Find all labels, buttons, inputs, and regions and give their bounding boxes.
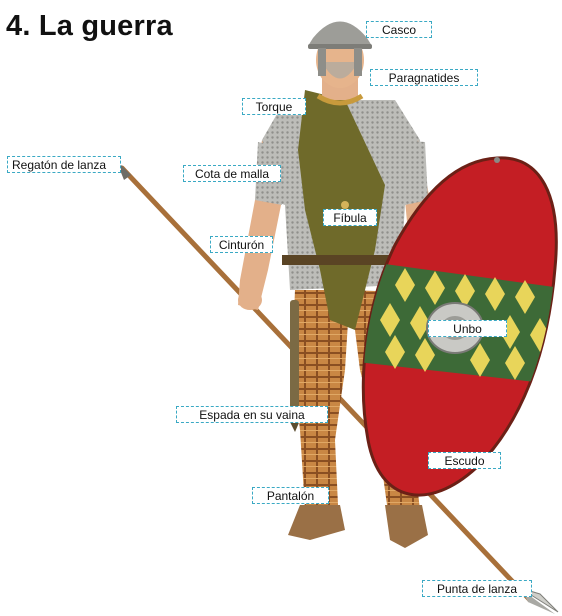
- label-regaton-de-lanza: Regatón de lanza: [7, 156, 121, 173]
- hand: [238, 290, 262, 310]
- label-unbo: Unbo: [428, 320, 507, 337]
- label-fibula: Fíbula: [323, 209, 377, 226]
- label-torque: Torque: [242, 98, 306, 115]
- label-punta-de-lanza: Punta de lanza: [422, 580, 532, 597]
- label-escudo: Escudo: [428, 452, 501, 469]
- page-title: 4. La guerra: [6, 10, 173, 42]
- label-cota-de-malla: Cota de malla: [183, 165, 281, 182]
- label-espada-en-su-vaina: Espada en su vaina: [176, 406, 328, 423]
- belt: [282, 255, 392, 265]
- head: [308, 21, 372, 88]
- label-pantalon: Pantalón: [252, 487, 329, 504]
- label-cinturon: Cinturón: [210, 236, 273, 253]
- label-casco: Casco: [366, 21, 432, 38]
- label-paragnatides: Paragnatides: [370, 69, 478, 86]
- boots: [288, 505, 428, 548]
